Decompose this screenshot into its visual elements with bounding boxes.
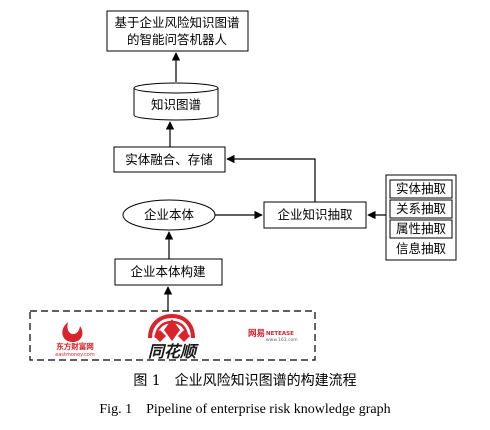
qa-robot-box: 基于企业风险知识图谱 的智能问答机器人 [106, 10, 249, 52]
knowledge-extraction-box: 企业知识抽取 [263, 201, 367, 229]
info-extraction-group: 实体抽取 关系抽取 属性抽取 信息抽取 [385, 174, 457, 261]
qa-robot-label-1: 基于企业风险知识图谱 [114, 15, 239, 30]
tonghuashun-name: 同花顺 [148, 342, 199, 361]
tonghuashun-emblem-icon [148, 313, 195, 342]
netease-url: www.163.com [266, 337, 298, 343]
relation-extract-label: 关系抽取 [396, 201, 447, 216]
netease-logo: 网易 NETEASE www.163.com [248, 328, 298, 343]
caption-chinese: 图 1 企业风险知识图谱的构建流程 [133, 373, 357, 389]
ontology-build-box: 企业本体构建 [114, 258, 223, 286]
entity-extract-label: 实体抽取 [396, 181, 447, 196]
netease-name: 网易 [248, 328, 265, 339]
eastmoney-flame-icon [62, 322, 83, 343]
netease-sub: NETEASE [266, 331, 294, 337]
knowledge-graph-database: 知识图谱 [133, 82, 219, 121]
arrow-extraction-to-fusion [226, 154, 316, 202]
data-sources-box [29, 310, 316, 361]
attr-extract-label: 属性抽取 [396, 221, 447, 236]
eastmoney-url: eastmoney.com [55, 352, 95, 358]
info-extract-label: 信息抽取 [396, 241, 447, 256]
tonghuashun-logo: 同花顺 [148, 313, 199, 361]
ontology-build-label: 企业本体构建 [130, 264, 206, 279]
entity-fusion-box: 实体融合、存储 [113, 146, 226, 173]
eastmoney-name: 东方财富网 [56, 341, 94, 351]
knowledge-extraction-label: 企业知识抽取 [277, 207, 353, 222]
enterprise-ontology-label: 企业本体 [144, 207, 195, 222]
qa-robot-label-2: 的智能问答机器人 [127, 32, 228, 47]
knowledge-graph-label: 知识图谱 [151, 97, 201, 112]
enterprise-ontology-node: 企业本体 [122, 199, 216, 231]
entity-fusion-label: 实体融合、存储 [125, 152, 213, 167]
caption-english: Fig. 1 Pipeline of enterprise risk knowl… [99, 402, 391, 417]
eastmoney-logo: 东方财富网 eastmoney.com [55, 322, 95, 358]
arrows [163, 52, 386, 311]
